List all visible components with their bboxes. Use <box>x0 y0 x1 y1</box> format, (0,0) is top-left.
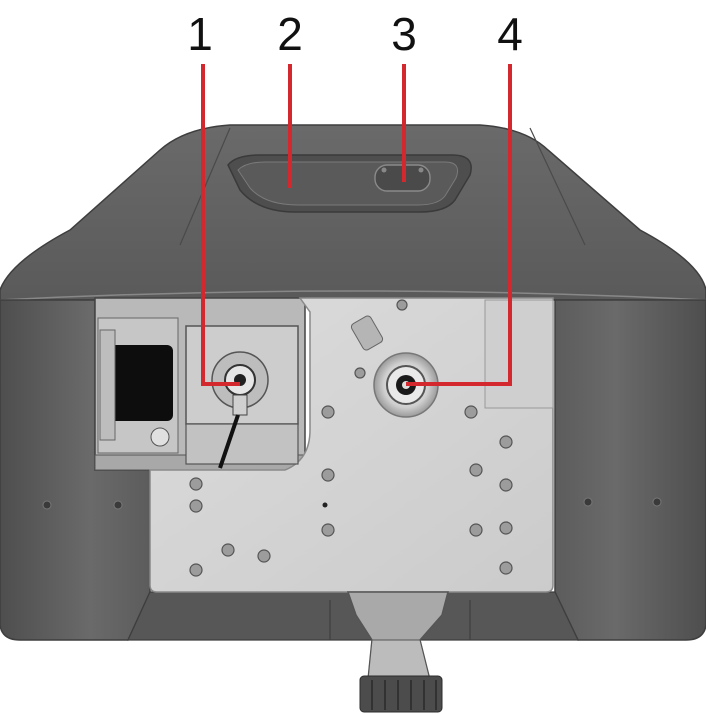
bottom-outlet <box>346 591 449 713</box>
housing-right <box>554 299 706 641</box>
callout-2-label: 2 <box>277 8 303 60</box>
callout-1-label: 1 <box>187 8 213 60</box>
top-handle <box>227 154 472 213</box>
housing-seam <box>0 290 706 301</box>
screw <box>652 497 662 507</box>
callout-4-label: 4 <box>497 8 523 60</box>
plate-body <box>149 297 554 593</box>
component-1 <box>185 325 299 469</box>
screw <box>42 500 52 510</box>
screw <box>113 500 123 510</box>
callout-4-line <box>406 64 512 386</box>
callout-1-line <box>201 64 240 386</box>
front-plate <box>149 297 554 593</box>
plate-screws <box>189 299 513 577</box>
callout-3-label: 3 <box>391 8 417 60</box>
motor-block <box>105 345 173 421</box>
callouts: 1 2 3 4 <box>187 8 523 386</box>
housing-bottom <box>127 591 579 641</box>
housing <box>0 124 706 641</box>
screw <box>583 497 593 507</box>
